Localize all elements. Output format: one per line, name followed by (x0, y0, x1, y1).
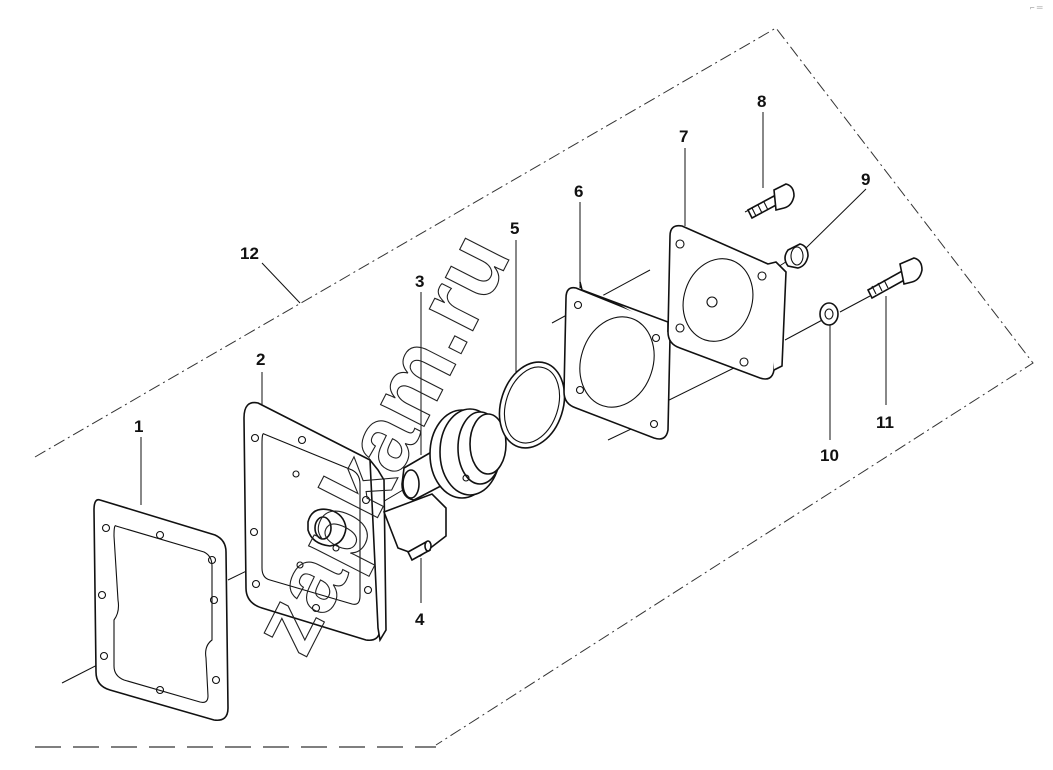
corner-mark: ⌐ ═ (1030, 3, 1043, 12)
callout-3: 3 (415, 272, 424, 291)
part-6-gasket (563, 281, 671, 440)
part-5-o-ring (498, 361, 566, 449)
callout-8: 8 (757, 92, 766, 111)
part-8-bolt (746, 183, 795, 220)
part-10-washer (819, 302, 839, 326)
callout-10: 10 (820, 446, 839, 465)
callout-11: 11 (876, 413, 894, 432)
callout-5: 5 (510, 219, 519, 238)
assembly-boundary (34, 27, 1034, 748)
callout-6: 6 (574, 182, 583, 201)
callout-1: 1 (134, 417, 143, 436)
part-1-gasket (93, 498, 229, 722)
part-9-plug (784, 243, 809, 269)
callout-7: 7 (679, 127, 688, 146)
callout-9: 9 (861, 170, 870, 189)
part-2-housing (243, 401, 447, 643)
part-11-bolt (866, 257, 923, 300)
part-4-pin (406, 540, 432, 562)
callout-4: 4 (415, 610, 425, 629)
part-3-shaft (401, 408, 507, 501)
callout-labels: 1 2 3 4 5 6 7 8 9 10 11 12 (134, 92, 894, 629)
part-7-cover (667, 224, 787, 380)
leader-lines (140, 112, 887, 603)
callout-2: 2 (256, 350, 265, 369)
callout-12: 12 (240, 244, 259, 263)
